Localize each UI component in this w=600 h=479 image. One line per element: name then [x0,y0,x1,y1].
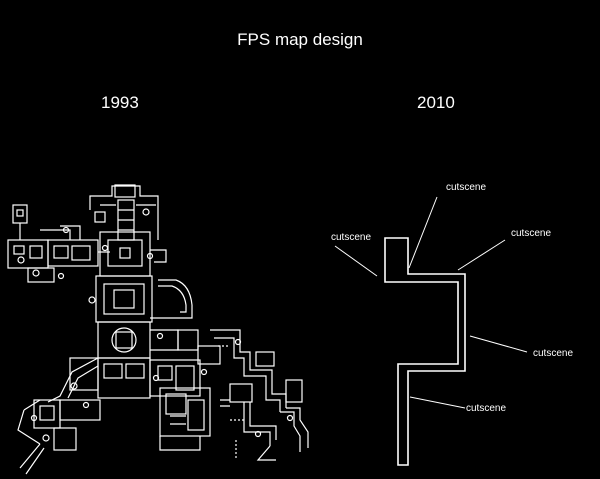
pointer-line [408,196,438,269]
map-2010-corridor [384,237,466,466]
cutscene-label: cutscene [533,348,573,359]
pointer-line [334,245,378,277]
pointer-line [457,239,506,271]
pointer-line [409,396,466,409]
cutscene-label: cutscene [466,403,506,414]
cutscene-label: cutscene [511,228,551,239]
map-1993-west-wing [7,204,110,283]
map-1993 [7,184,309,475]
map-1993-southeast-corridors [210,329,309,461]
cutscene-label: cutscene [446,182,486,193]
page-title: FPS map design [237,30,363,49]
cutscene-label: cutscene [331,232,371,243]
year-2010-label: 2010 [417,93,455,112]
map-1993-north-section [89,184,167,277]
map-1993-central-hub [88,275,199,359]
map-1993-east-corridor [150,279,193,319]
map-1993-southwest-arm [17,357,151,475]
cutscene-pointers [334,196,528,409]
year-1993-label: 1993 [101,93,139,112]
map-1993-south-block [149,345,221,451]
pointer-line [469,335,528,353]
